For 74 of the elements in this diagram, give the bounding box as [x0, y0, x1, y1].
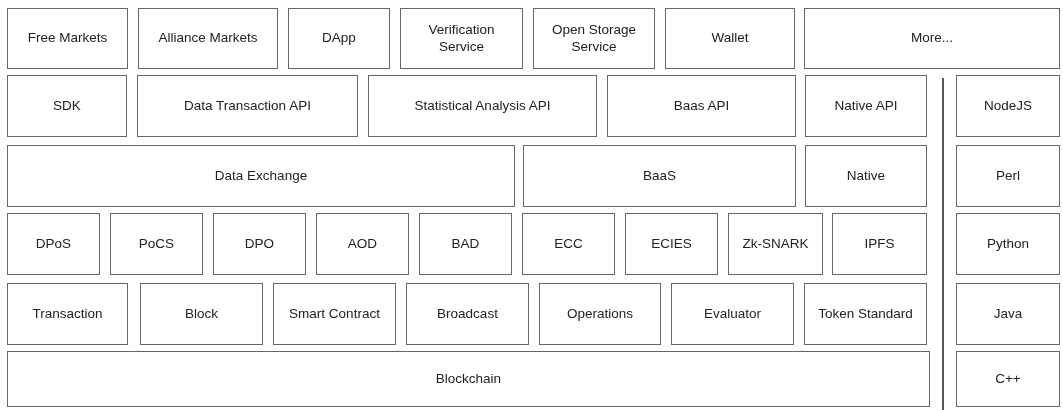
box-label: AOD	[346, 235, 379, 253]
box-label: Free Markets	[26, 30, 109, 47]
layer-box	[671, 283, 794, 345]
layer-box	[728, 213, 823, 275]
box-label: Verification Service	[427, 22, 496, 55]
layer-box	[7, 213, 100, 275]
layer-box	[956, 145, 1060, 207]
layer-box	[7, 145, 515, 207]
box-label: Data Exchange	[213, 167, 309, 185]
box-label: ECIES	[650, 235, 693, 253]
layer-box	[273, 283, 396, 345]
layer-box	[665, 8, 795, 69]
box-label: Smart Contract	[288, 305, 381, 323]
box-label: Token Standard	[817, 305, 914, 323]
box-label: Zk-SNARK	[741, 235, 810, 253]
box-label: Blockchain	[434, 370, 503, 388]
box-label: BaaS	[642, 167, 677, 185]
box-label: Block	[184, 305, 219, 323]
layer-box	[804, 283, 927, 345]
box-label: NodeJS	[983, 97, 1033, 115]
box-label: Evaluator	[702, 305, 762, 323]
box-label: Data Transaction API	[183, 97, 312, 115]
box-label: IPFS	[863, 235, 896, 253]
box-label: Java	[992, 305, 1024, 323]
layer-box	[7, 283, 128, 345]
box-label: Baas API	[672, 97, 731, 115]
layer-box	[400, 8, 523, 69]
layer-box	[539, 283, 661, 345]
box-label: ECC	[553, 235, 584, 253]
layer-box	[956, 213, 1060, 275]
layer-box	[523, 145, 796, 207]
layer-box	[607, 75, 796, 137]
layer-box	[368, 75, 597, 137]
box-label: Perl	[995, 167, 1021, 185]
box-label: SDK	[52, 97, 82, 115]
layer-box	[832, 213, 927, 275]
layer-box	[625, 213, 718, 275]
layer-box	[956, 351, 1060, 407]
layer-box	[316, 213, 409, 275]
box-label: Python	[986, 235, 1030, 253]
layer-box	[522, 213, 615, 275]
layer-box	[805, 145, 927, 207]
box-label: Operations	[565, 305, 634, 323]
layer-box	[804, 8, 1060, 69]
layer-box	[7, 75, 127, 137]
layer-box	[288, 8, 390, 69]
box-label: PoCS	[137, 235, 176, 253]
box-label: DPO	[243, 235, 276, 253]
layer-box	[7, 351, 930, 407]
box-label: DApp	[321, 30, 357, 47]
layer-box	[213, 213, 306, 275]
layer-box	[110, 213, 203, 275]
layer-box	[805, 75, 927, 137]
box-label: BAD	[450, 235, 481, 253]
layer-box	[137, 75, 358, 137]
layer-box	[956, 283, 1060, 345]
box-label: C++	[994, 370, 1022, 388]
box-label: Transaction	[31, 305, 104, 323]
layer-box	[956, 75, 1060, 137]
box-label: Statistical Analysis API	[413, 97, 552, 115]
layer-box	[406, 283, 529, 345]
layer-box	[140, 283, 263, 345]
box-label: Broadcast	[436, 305, 499, 323]
layer-box	[533, 8, 655, 69]
box-label: Native API	[833, 97, 899, 115]
box-label: DPoS	[34, 235, 73, 253]
box-label: Native	[845, 167, 887, 185]
layer-box	[138, 8, 278, 69]
box-label: Alliance Markets	[157, 30, 259, 47]
layer-box	[7, 8, 128, 69]
box-label: Open Storage Service	[550, 22, 638, 55]
box-label: Wallet	[710, 30, 750, 47]
layer-box	[419, 213, 512, 275]
box-label: More...	[910, 30, 954, 47]
